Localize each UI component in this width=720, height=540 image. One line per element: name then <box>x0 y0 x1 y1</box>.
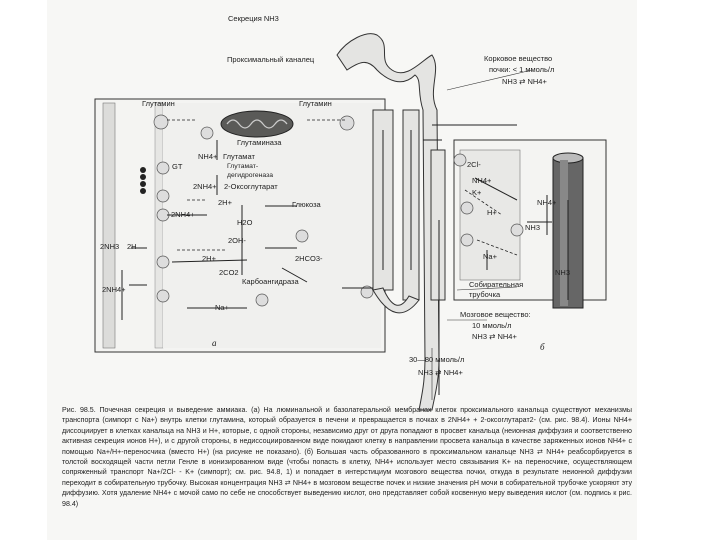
label-medulla-2: 10 ммоль/л <box>472 321 512 330</box>
label-top-secretion: Секреция NH3 <box>228 14 279 23</box>
label-nh4-duct: NH4+ <box>537 198 557 207</box>
cell-cytoplasm <box>163 103 381 348</box>
label-h-plus-b: H+ <box>487 208 497 217</box>
label-glutamine-left: Глутамин <box>142 99 175 108</box>
label-bottom-conc: 30—80 ммоль/л <box>409 355 465 364</box>
label-2nh4-oxo: 2NH4+ <box>193 182 217 191</box>
label-2h: 2H <box>127 242 137 251</box>
label-nh3-b: NH3 <box>525 223 541 232</box>
label-2nh4-lumen: 2NH4+ <box>102 285 126 294</box>
label-bottom-eq: NH3 ⇄ NH4+ <box>418 368 463 377</box>
transporter-glutamine-basolateral <box>339 115 355 131</box>
ascending-limb-cell <box>459 149 521 281</box>
label-na-b: Na+ <box>483 252 497 261</box>
label-collecting-duct-2: трубочка <box>469 290 501 299</box>
label-glutamate-dh-2: дегидрогеназа <box>227 172 274 179</box>
label-gt: GT <box>172 162 183 171</box>
nephron-diagram <box>94 33 607 411</box>
transporter-glutaminase <box>200 126 214 140</box>
mitochondrion <box>220 110 294 138</box>
transporter-nkcc <box>453 153 467 167</box>
label-2nh4-mid: 2NH4+ <box>171 210 195 219</box>
label-glucose: Глюкоза <box>292 200 321 209</box>
label-glutamate: Глутамат <box>223 152 255 161</box>
label-glutamate-dh-1: Глутамат- <box>227 163 259 170</box>
label-panel-a: а <box>212 338 217 348</box>
label-collecting-duct-1: Собирательная <box>469 280 524 289</box>
luminal-membrane <box>154 102 164 349</box>
transporter-na-h <box>255 293 269 307</box>
transporter-co2 <box>295 229 309 243</box>
label-2h-plus: 2H+ <box>218 198 232 207</box>
label-nh3-duct: NH3 <box>555 268 571 277</box>
label-nh4-a: NH4+ <box>198 152 218 161</box>
label-2co2: 2CO2 <box>219 268 239 277</box>
label-glutaminase: Глутаминаза <box>237 138 282 147</box>
transporter-nh4-a <box>156 189 170 203</box>
label-panel-b: б <box>540 342 545 352</box>
basolateral-membrane <box>102 102 116 349</box>
transporter-hco3 <box>360 285 374 299</box>
label-cortex: Корковое вещество <box>484 54 553 63</box>
transporter-b-a <box>460 201 474 215</box>
transporter-b-b <box>460 233 474 247</box>
label-2nh3: 2NH3 <box>100 242 120 251</box>
label-nh4-b: NH4+ <box>472 176 492 185</box>
label-k-plus: K+ <box>472 188 482 197</box>
figure-page: Секреция NH3 Проксимальный каналец Корко… <box>47 0 637 540</box>
proximal-convoluted-tubule <box>336 33 440 411</box>
figure-caption: Рис. 98.5. Почечная секреция и выведение… <box>62 406 632 508</box>
label-medulla-1: Мозговое вещество: <box>460 310 531 319</box>
label-2hco3: 2HCO3- <box>295 254 323 263</box>
label-glutamine-right: Глутамин <box>299 99 332 108</box>
label-cortex-eq: NH3 ⇄ NH4+ <box>502 77 547 86</box>
transporter-glutamine-luminal <box>153 114 169 130</box>
transporter-gt <box>156 161 170 175</box>
label-2oh: 2OH- <box>228 236 246 245</box>
label-cortex-conc: почки: < 1 ммоль/л <box>489 65 555 74</box>
transporter-h <box>156 255 170 269</box>
label-carbonic-anhydrase: Карбоангидраза <box>242 277 299 286</box>
label-oxoglutarate: 2-Оксоглутарат <box>224 182 278 191</box>
loop-bend <box>372 287 420 314</box>
label-na-plus: Na+ <box>215 303 229 312</box>
transporter-b-c <box>510 223 524 237</box>
label-medulla-3: NH3 ⇄ NH4+ <box>472 332 517 341</box>
label-2h-plus-lower: 2H+ <box>202 254 216 263</box>
label-h2o: H2O <box>237 218 253 227</box>
label-2cl: 2Cl- <box>467 160 481 169</box>
label-proximal-tubule: Проксимальный каналец <box>227 55 315 64</box>
distal-segment <box>430 149 446 301</box>
transporter-na <box>156 289 170 303</box>
